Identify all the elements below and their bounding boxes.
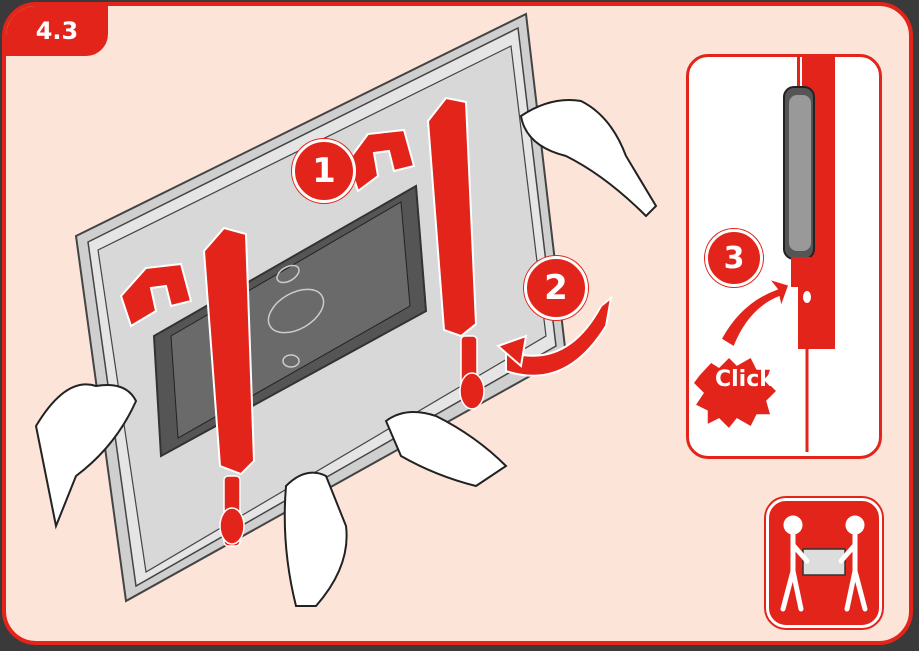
inset-illustration [692,57,835,452]
click-detail-inset: 3 Click [686,54,882,459]
click-burst-icon [692,355,779,431]
instruction-panel: 4.3 [2,2,913,645]
callout-1-label: 1 [312,151,336,191]
callout-2-label: 2 [544,268,568,308]
main-illustration [34,12,658,607]
rotate-arrow-icon [496,295,613,377]
step-number: 4.3 [35,17,79,45]
right-tv-bracket [426,96,485,410]
hands [34,99,658,607]
two-person-lift-icon [766,498,882,628]
callout-3: 3 [705,229,763,287]
callout-2: 2 [524,256,588,320]
click-arrow-icon [720,277,790,349]
left-tv-bracket [202,226,256,547]
step-number-tab: 4.3 [6,6,108,56]
click-label: Click [715,367,774,392]
two-person-lift-graphic [780,515,868,612]
callout-1: 1 [292,139,356,203]
callout-3-label: 3 [723,240,745,276]
